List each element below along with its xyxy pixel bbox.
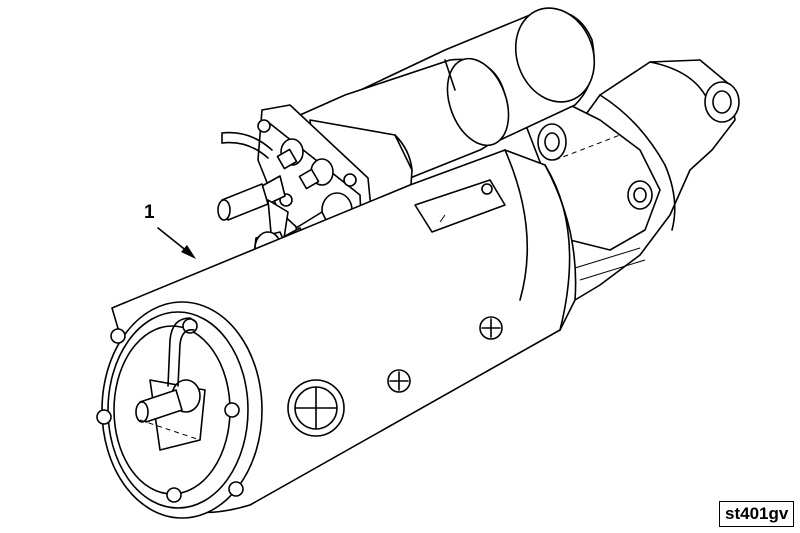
inspection-plug-small (387, 316, 503, 393)
end-cap (96, 301, 263, 519)
callout-number: 1 (144, 202, 155, 223)
drive-housing (519, 59, 740, 301)
callout-leader (157, 227, 196, 259)
inspection-plug-large (287, 379, 345, 437)
figure-code-label: st401gv (719, 501, 795, 527)
